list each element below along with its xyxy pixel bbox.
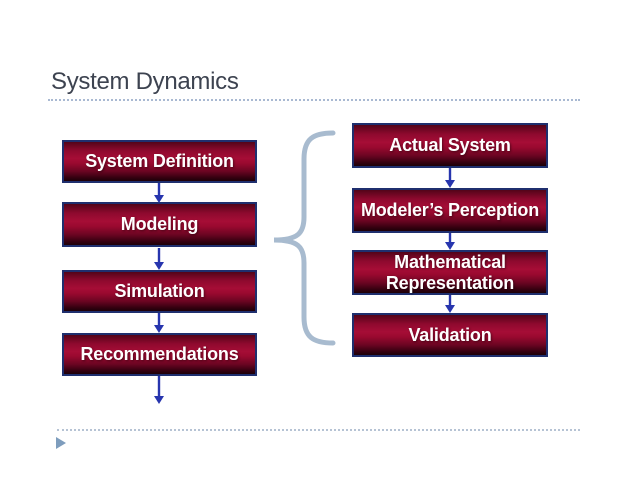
flow-box-simulation: Simulation [62, 270, 257, 313]
down-arrow-icon [154, 248, 164, 270]
flow-box-label: System Definition [85, 151, 234, 172]
flow-box-label: Recommendations [80, 344, 239, 365]
flow-box-label: Mathematical Representation [385, 252, 515, 293]
flow-box-label: Modeling [120, 214, 199, 235]
down-arrow-icon [154, 183, 164, 203]
flow-box-modeling: Modeling [62, 202, 257, 247]
down-arrow-icon [154, 376, 164, 404]
down-arrow-icon [154, 313, 164, 333]
title-divider-dotted-line [48, 99, 580, 101]
flow-box-validation: Validation [352, 313, 548, 357]
flow-box-modelers-perception: Modeler’s Perception [352, 188, 548, 233]
flow-box-label: Modeler’s Perception [360, 200, 540, 221]
footer-divider-dotted-line [57, 429, 580, 431]
flow-box-label: Actual System [389, 135, 511, 156]
footer-play-triangle-icon [56, 437, 66, 449]
down-arrow-icon [445, 233, 455, 250]
flow-box-system-definition: System Definition [62, 140, 257, 183]
down-arrow-icon [445, 168, 455, 188]
flow-box-recommendations: Recommendations [62, 333, 257, 376]
flow-box-label: Simulation [114, 281, 205, 302]
left-curly-brace-icon [273, 130, 336, 346]
flow-box-actual-system: Actual System [352, 123, 548, 168]
flow-box-mathematical-representation: Mathematical Representation [352, 250, 548, 295]
flow-box-label: Validation [408, 324, 492, 345]
down-arrow-icon [445, 295, 455, 313]
page-title: System Dynamics [51, 68, 239, 95]
